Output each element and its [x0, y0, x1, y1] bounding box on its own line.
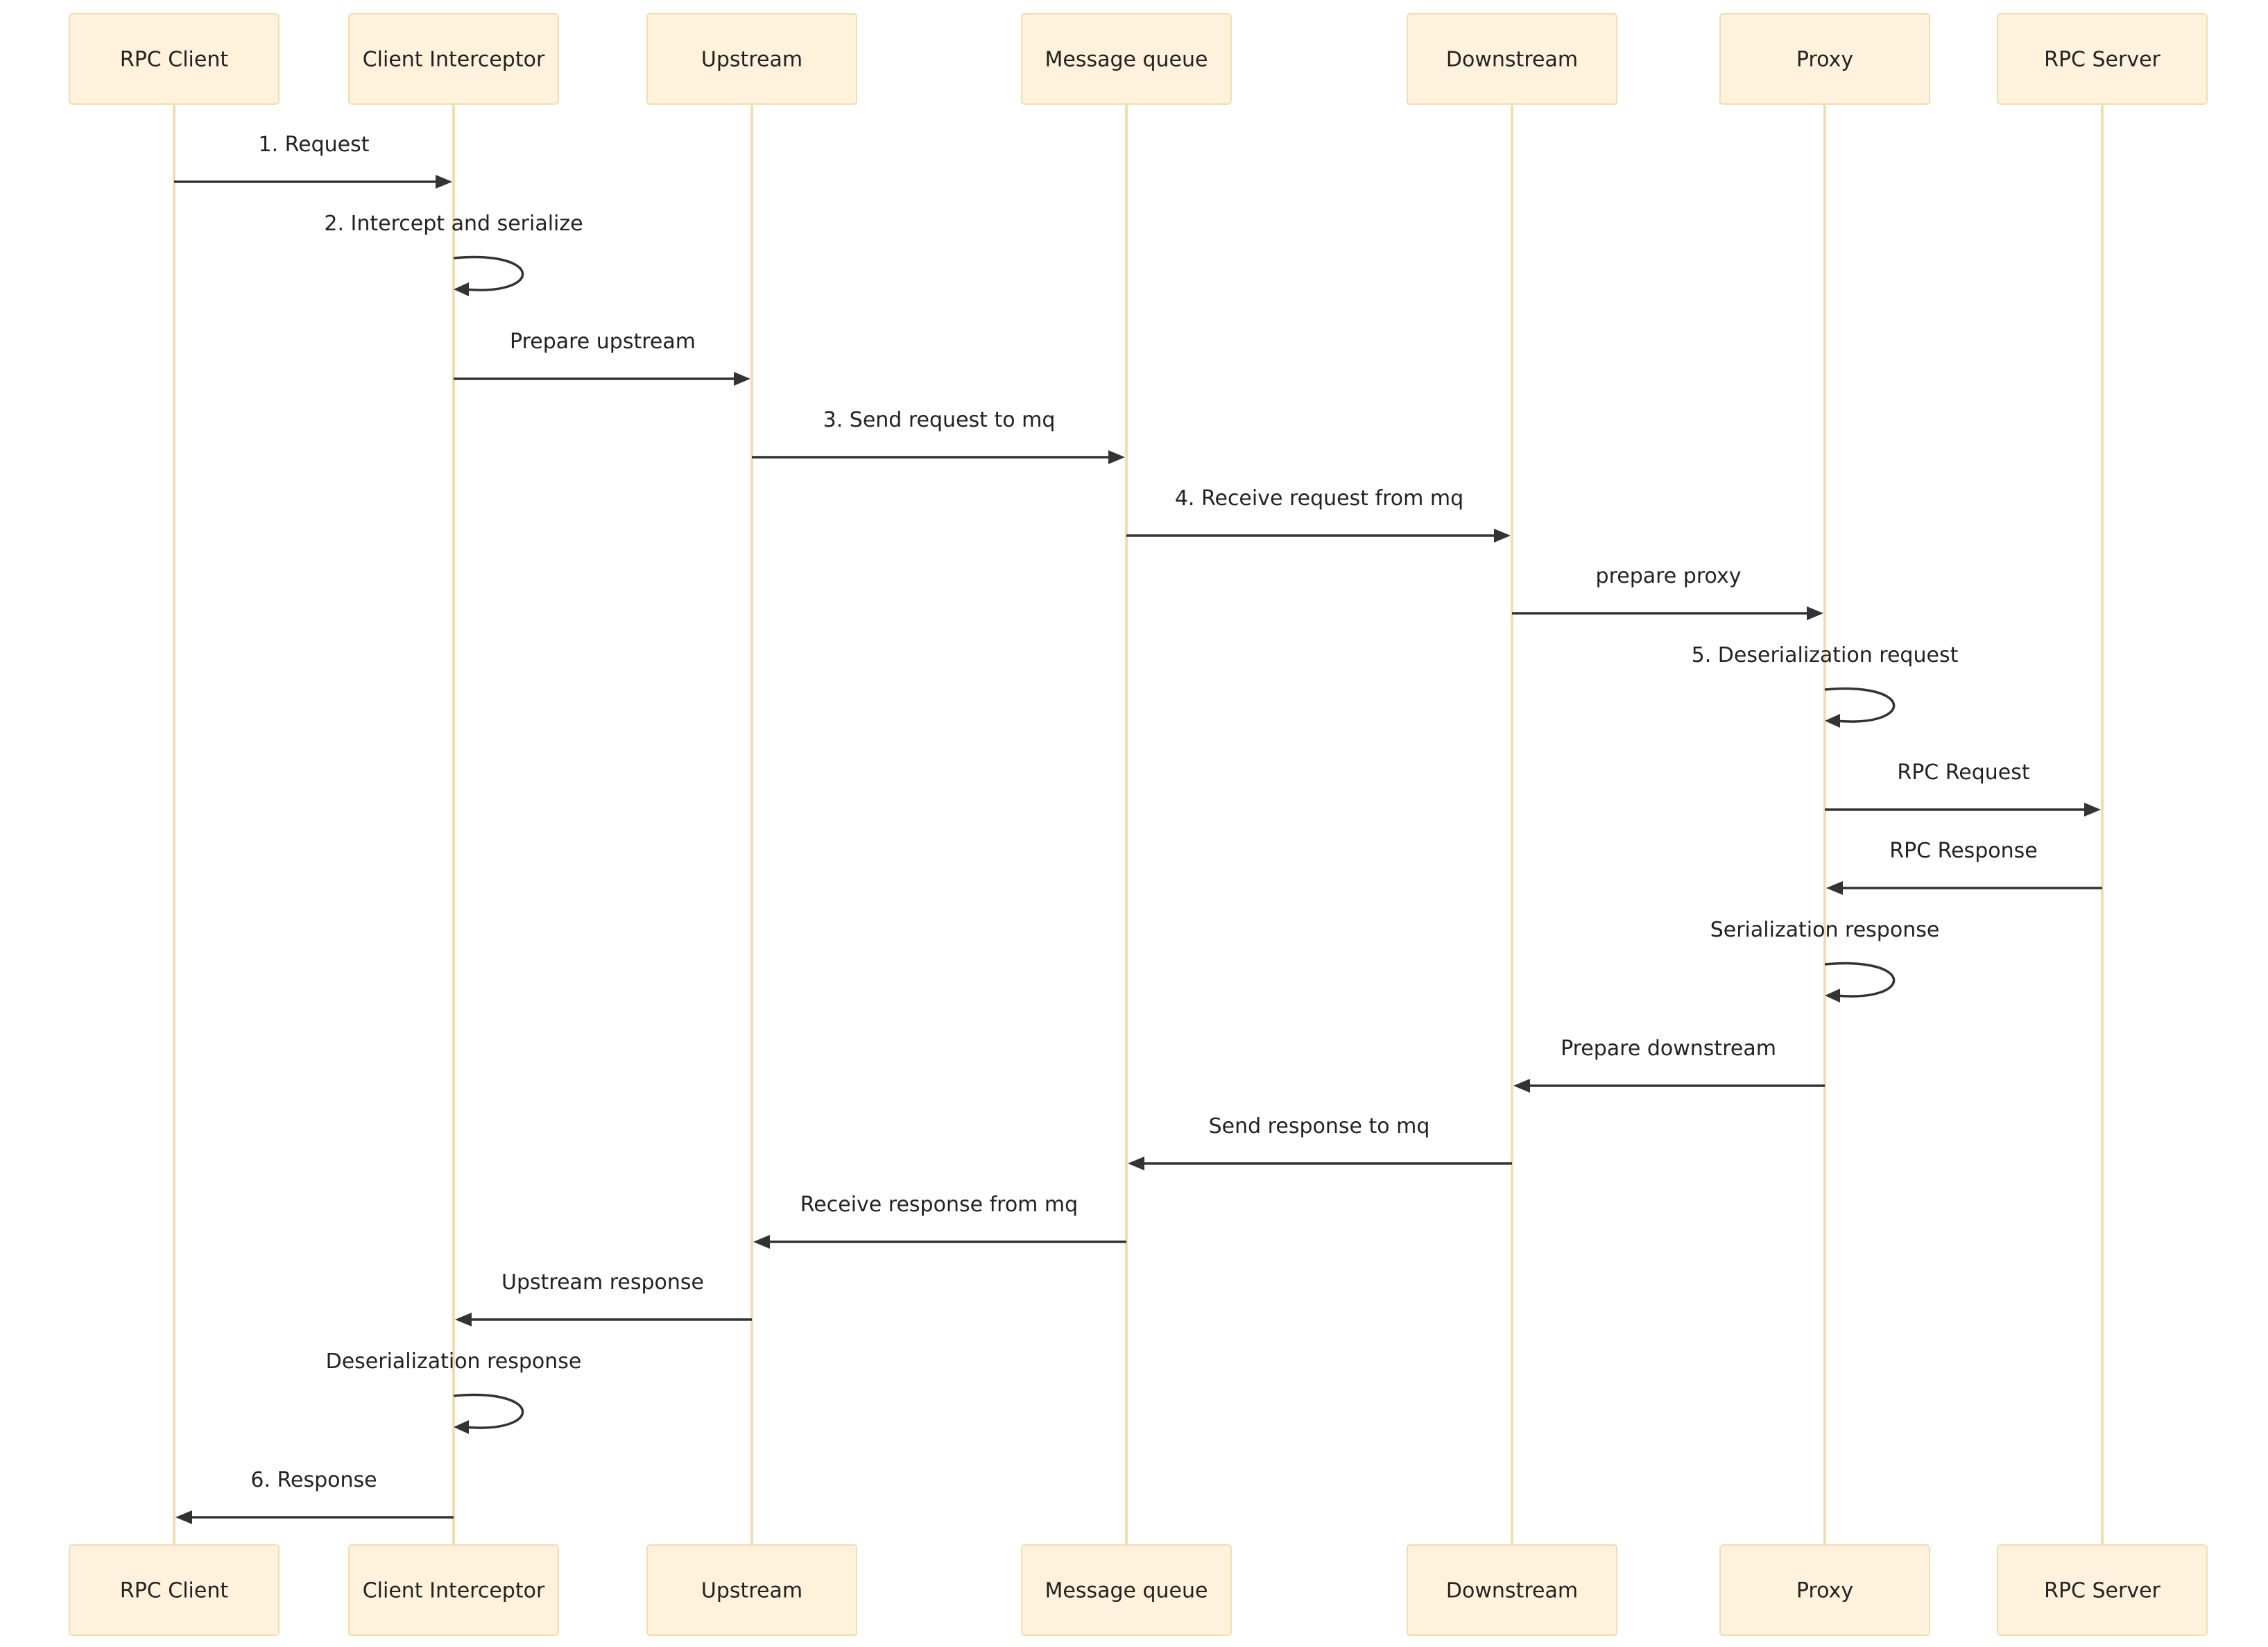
actor-downstream-top: Downstream	[1407, 13, 1617, 105]
arrowhead	[455, 1313, 472, 1326]
message-3: Prepare upstream	[454, 330, 750, 386]
messages: 1. Request 2. Intercept and serializePrep…	[174, 133, 2102, 1524]
message-label: RPC Response	[1889, 839, 2038, 863]
actor-proxy-bottom: Proxy	[1719, 1544, 1930, 1636]
arrowhead	[1825, 989, 1840, 1002]
message-13: Receive response from mq	[753, 1193, 1126, 1249]
message-label: Deserialization response	[326, 1349, 582, 1374]
message-7: 5. Deserialization request	[1692, 643, 1959, 728]
arrowhead	[454, 282, 469, 296]
message-8: RPC Request	[1825, 760, 2101, 817]
arrowhead	[454, 1420, 469, 1434]
message-label: 5. Deserialization request	[1692, 643, 1959, 667]
message-label: 1. Request	[258, 133, 369, 157]
message-label: Serialization response	[1710, 918, 1940, 942]
actor-box	[348, 1544, 559, 1636]
actor-rpc-server-bottom: RPC Server	[1997, 1544, 2208, 1636]
message-1: 1. Request	[174, 133, 452, 189]
actor-rpc-client-top: RPC Client	[69, 13, 280, 105]
message-label: Prepare upstream	[510, 330, 696, 354]
message-9: RPC Response	[1826, 839, 2102, 895]
self-message-line	[1824, 962, 1896, 998]
actor-label: Message queue	[1045, 48, 1208, 72]
message-15: Deserialization response	[326, 1349, 582, 1434]
self-message-line	[453, 255, 524, 291]
message-label: 3. Send request to mq	[823, 408, 1056, 432]
actor-label: Upstream	[701, 48, 802, 72]
message-12: Send response to mq	[1128, 1114, 1512, 1170]
actor-box	[1997, 13, 2208, 105]
actor-box	[646, 1544, 857, 1636]
actor-box	[1407, 13, 1617, 105]
actor-label: Message queue	[1045, 1579, 1208, 1603]
actor-downstream-bottom: Downstream	[1407, 1544, 1617, 1636]
arrowhead	[1825, 714, 1840, 728]
actor-label: Proxy	[1796, 48, 1853, 72]
actor-box	[69, 1544, 280, 1636]
actor-box	[1719, 1544, 1930, 1636]
arrowhead	[2084, 803, 2101, 817]
actors-top: RPC Client Client Interceptor Upstream Mess…	[69, 13, 2208, 105]
arrowhead	[1826, 881, 1843, 895]
actor-box	[69, 13, 280, 105]
message-5: 4. Receive request from mq	[1126, 486, 1511, 543]
actor-label: RPC Client	[120, 1579, 229, 1603]
actor-box	[646, 13, 857, 105]
actor-rpc-client-bottom: RPC Client	[69, 1544, 280, 1636]
message-4: 3. Send request to mq	[752, 408, 1125, 464]
arrowhead	[436, 175, 452, 189]
actor-label: RPC Server	[2044, 1579, 2160, 1603]
message-2: 2. Intercept and serialize	[324, 212, 583, 296]
arrowhead	[1513, 1079, 1530, 1093]
message-label: Upstream response	[501, 1270, 704, 1295]
self-message-line	[453, 1393, 524, 1429]
message-16: 6. Response	[175, 1468, 454, 1524]
arrowhead	[1807, 606, 1823, 620]
actor-box	[1997, 1544, 2208, 1636]
actor-box	[348, 13, 559, 105]
self-message-line	[1824, 687, 1896, 723]
message-label: 2. Intercept and serialize	[324, 212, 583, 236]
lifelines	[173, 104, 2104, 1545]
message-label: RPC Request	[1897, 760, 2030, 785]
message-14: Upstream response	[455, 1270, 752, 1326]
actor-label: Client Interceptor	[363, 48, 545, 72]
actor-upstream-bottom: Upstream	[646, 1544, 857, 1636]
actor-upstream-top: Upstream	[646, 13, 857, 105]
message-label: prepare proxy	[1596, 564, 1742, 588]
actor-label: Downstream	[1446, 48, 1578, 72]
actor-label: Client Interceptor	[363, 1579, 545, 1603]
actors-bottom: RPC Client Client Interceptor Upstream Mess…	[69, 1544, 2208, 1636]
message-10: Serialization response	[1710, 918, 1940, 1002]
actor-box	[1021, 1544, 1232, 1636]
actor-client-interceptor-top: Client Interceptor	[348, 13, 559, 105]
actor-label: Upstream	[701, 1579, 802, 1603]
arrowhead	[753, 1235, 770, 1249]
message-label: Send response to mq	[1209, 1114, 1430, 1138]
actor-box	[1719, 13, 1930, 105]
arrowhead	[1128, 1157, 1144, 1170]
message-label: Prepare downstream	[1561, 1036, 1776, 1061]
actor-rpc-server-top: RPC Server	[1997, 13, 2208, 105]
actor-box	[1407, 1544, 1617, 1636]
message-label: Receive response from mq	[800, 1193, 1078, 1217]
arrowhead	[1108, 450, 1125, 464]
arrowhead	[175, 1510, 192, 1524]
actor-label: Downstream	[1446, 1579, 1578, 1603]
actor-message-queue-bottom: Message queue	[1021, 1544, 1232, 1636]
actor-client-interceptor-bottom: Client Interceptor	[348, 1544, 559, 1636]
actor-label: Proxy	[1796, 1579, 1853, 1603]
message-11: Prepare downstream	[1513, 1036, 1825, 1093]
message-label: 6. Response	[250, 1468, 377, 1492]
actor-label: RPC Client	[120, 48, 229, 72]
actor-label: RPC Server	[2044, 48, 2160, 72]
arrowhead	[1494, 529, 1511, 543]
actor-box	[1021, 13, 1232, 105]
actor-proxy-top: Proxy	[1719, 13, 1930, 105]
actor-message-queue-top: Message queue	[1021, 13, 1232, 105]
message-label: 4. Receive request from mq	[1175, 486, 1463, 511]
message-6: prepare proxy	[1512, 564, 1823, 620]
arrowhead	[734, 372, 750, 386]
